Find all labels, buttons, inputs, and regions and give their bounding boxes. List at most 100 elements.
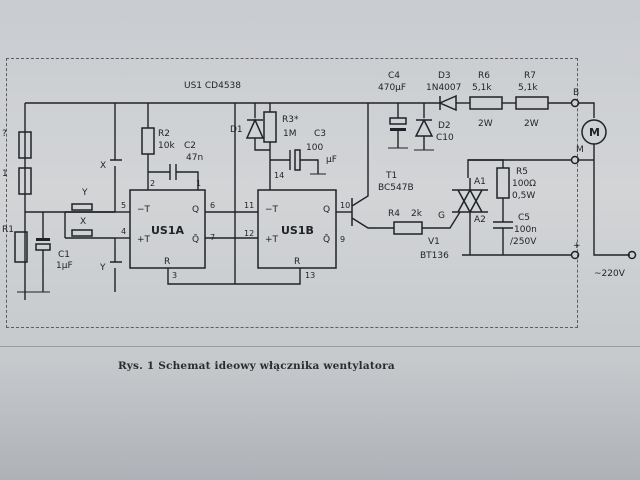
c4-plate-top <box>389 117 407 125</box>
triac-a2-label: A2 <box>474 215 486 225</box>
c1-plate-bottom <box>35 243 51 251</box>
r5-resistor <box>496 167 510 199</box>
c3-wire <box>270 159 319 174</box>
terminal-plus <box>570 250 580 260</box>
r2-resistor <box>141 127 155 155</box>
terminal-plus-label: + <box>573 241 581 251</box>
c4-name: C4 <box>388 71 400 81</box>
figure-caption: Rys. 1 Schemat ideowy włącznika wentylat… <box>118 360 395 372</box>
motor-label: M <box>589 126 600 139</box>
terminal-m <box>570 155 580 165</box>
x-switch-top-wire <box>110 103 122 212</box>
c1-plate-top <box>36 238 50 241</box>
c3-name: C3 <box>314 129 326 139</box>
v1-value: BT136 <box>420 251 449 261</box>
c5-value: 100n <box>514 225 537 235</box>
r3-name: R3* <box>282 115 299 125</box>
r5-name: R5 <box>516 167 528 177</box>
d3-name: D3 <box>438 71 451 81</box>
mains-label: ~220V <box>594 269 626 279</box>
d1-diode <box>245 118 265 139</box>
c1-name: C1 <box>58 250 70 260</box>
d2-value: C10 <box>436 133 454 143</box>
snubber-top <box>468 159 504 168</box>
pin-6-label: 6 <box>210 201 215 210</box>
us1a-qbar: Q̄ <box>192 233 199 245</box>
pin-10-label: 10 <box>340 201 350 210</box>
c3-plate-bottom <box>294 149 301 171</box>
r3-value: 1M <box>283 129 297 139</box>
pin-5-label: 5 <box>121 201 126 210</box>
triac-g-label: G <box>438 211 445 221</box>
d3-value: 1N4007 <box>426 83 461 93</box>
d1-wire-bottom <box>254 138 270 151</box>
us1b-t-minus: −T <box>265 205 279 215</box>
r3-resistor <box>263 111 277 143</box>
left-res-label-b: 1 <box>2 169 8 179</box>
r1-label: R1 <box>2 225 14 235</box>
schematic-boundary-frame <box>6 58 578 328</box>
us1a-reset-wire <box>167 268 301 285</box>
r4-value: 2k <box>411 209 423 219</box>
left-resistor-mid <box>18 167 32 195</box>
left-resistor-top <box>18 131 32 159</box>
terminal-b-label: B <box>573 88 579 98</box>
us1a-r: R <box>164 257 170 267</box>
b-to-motor <box>578 102 595 118</box>
left-res-label-a: ? <box>2 129 7 139</box>
triac-a1-label: A1 <box>474 177 486 187</box>
c5-name: C5 <box>518 213 530 223</box>
d3-diode <box>438 94 457 112</box>
switch-x-label: X <box>80 217 86 227</box>
c3-value: 100 <box>306 143 323 153</box>
r6-value: 5,1k <box>472 83 492 93</box>
t1-name: T1 <box>385 171 397 181</box>
us1b-block <box>257 189 337 269</box>
left-resistor-r1 <box>14 231 28 263</box>
r7-name: R7 <box>524 71 536 81</box>
pin-11-label: 11 <box>244 201 254 210</box>
us1a-label: US1A <box>151 224 185 237</box>
r5-power: 0,5W <box>512 191 535 201</box>
page-divider <box>0 346 640 347</box>
c1-value: 1µF <box>56 261 73 271</box>
r2-value: 10k <box>158 141 175 151</box>
switch-y-label: Y <box>81 188 88 198</box>
us1b-t-plus: +T <box>265 235 279 245</box>
us1b-label: US1B <box>281 224 314 237</box>
us1a-t-minus: −T <box>137 205 151 215</box>
ic-title: US1 CD4538 <box>184 81 241 91</box>
y-switch-bottom-wire <box>110 238 122 292</box>
us1a-q: Q <box>192 205 199 215</box>
r2-name: R2 <box>158 129 170 139</box>
pin-9-label: 9 <box>340 235 345 244</box>
r4-name: R4 <box>388 209 400 219</box>
triac-v1 <box>452 188 488 214</box>
r4-wire-right <box>422 211 461 229</box>
pin-12-label: 12 <box>244 229 254 238</box>
r6-power: 2W <box>478 119 493 129</box>
c2-name: C2 <box>184 141 196 151</box>
us1a-t-plus: +T <box>137 235 151 245</box>
pin-3-label: 3 <box>172 271 177 280</box>
t1-emitter <box>351 217 394 229</box>
c4-value: 470µF <box>378 83 406 93</box>
t1-value: BC547B <box>378 183 414 193</box>
v1-name: V1 <box>428 237 440 247</box>
x-switch-top-label: X <box>100 161 106 171</box>
r7-value: 5,1k <box>518 83 538 93</box>
c3-unit: µF <box>326 155 337 165</box>
q6-to-bus <box>205 103 236 213</box>
pin-2-label: 2 <box>150 179 155 188</box>
terminal-mains <box>627 250 637 260</box>
switch-y-button <box>71 203 93 211</box>
c2-plates <box>169 164 177 180</box>
r6-resistor <box>469 96 503 110</box>
r4-resistor <box>393 221 423 235</box>
y-switch-bottom-label: Y <box>99 263 106 273</box>
us1b-q: Q <box>323 205 330 215</box>
us1b-qbar: Q̄ <box>323 233 330 245</box>
pin-14-label: 14 <box>274 171 284 180</box>
